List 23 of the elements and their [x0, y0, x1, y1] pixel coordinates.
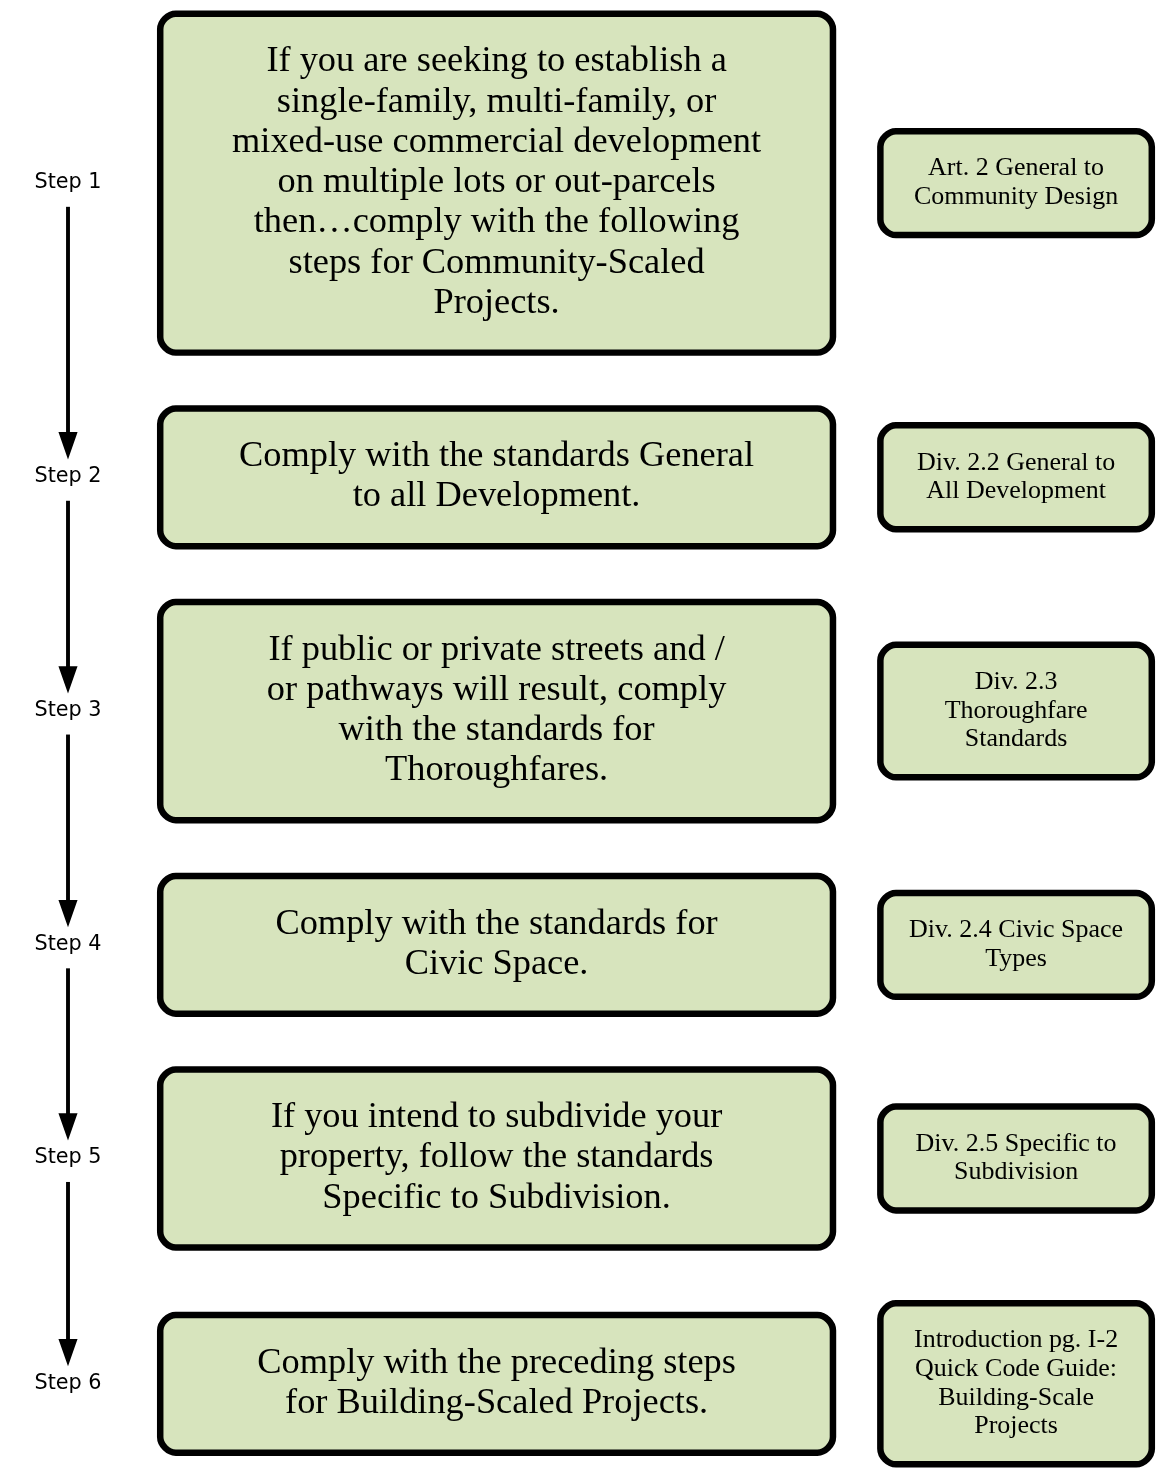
arrow — [58, 206, 78, 460]
node-box: Comply with the standards General to all Development. — [156, 405, 837, 550]
node-box: Div. 2.4 Civic Space Types — [877, 889, 1156, 1001]
node-text: Step 2 — [34, 463, 102, 488]
node-box: Div. 2.5 Specific to Subdivision — [877, 1103, 1156, 1214]
node-box: Comply with the standards for Civic Space. — [156, 872, 837, 1017]
node-box: Div. 2.2 General to All Development — [877, 422, 1156, 533]
arrow — [58, 734, 78, 928]
node-box: If public or private streets and / or pathways will result, comply with the standards for Thoroughfares. — [156, 598, 837, 824]
node-box: If you are seeking to establish a single-family, multi-family, or mixed-use commercial development on multiple lots or out-parcels then…comply with the following steps for Community-Scaled Projects. — [156, 10, 837, 356]
node-text: Step 4 — [34, 930, 102, 955]
node-text: Step 6 — [34, 1369, 102, 1394]
node-box: Introduction pg. I-2 Quick Code Guide: Building-Scale Projects — [877, 1300, 1156, 1468]
node-box: Div. 2.3 Thoroughfare Standards — [877, 641, 1156, 781]
node-text: Step 5 — [34, 1144, 102, 1169]
arrow — [58, 968, 78, 1141]
node-text: Step 3 — [34, 697, 102, 722]
node-box: If you intend to subdivide your property, follow the standards Specific to Subdivision. — [156, 1066, 837, 1251]
node-box: Art. 2 General to Community Design — [877, 127, 1156, 239]
node-text: Step 1 — [34, 169, 102, 194]
node-box: Comply with the preceding steps for Building-Scaled Projects. — [156, 1311, 837, 1456]
arrow — [58, 500, 78, 694]
arrow — [58, 1181, 78, 1367]
